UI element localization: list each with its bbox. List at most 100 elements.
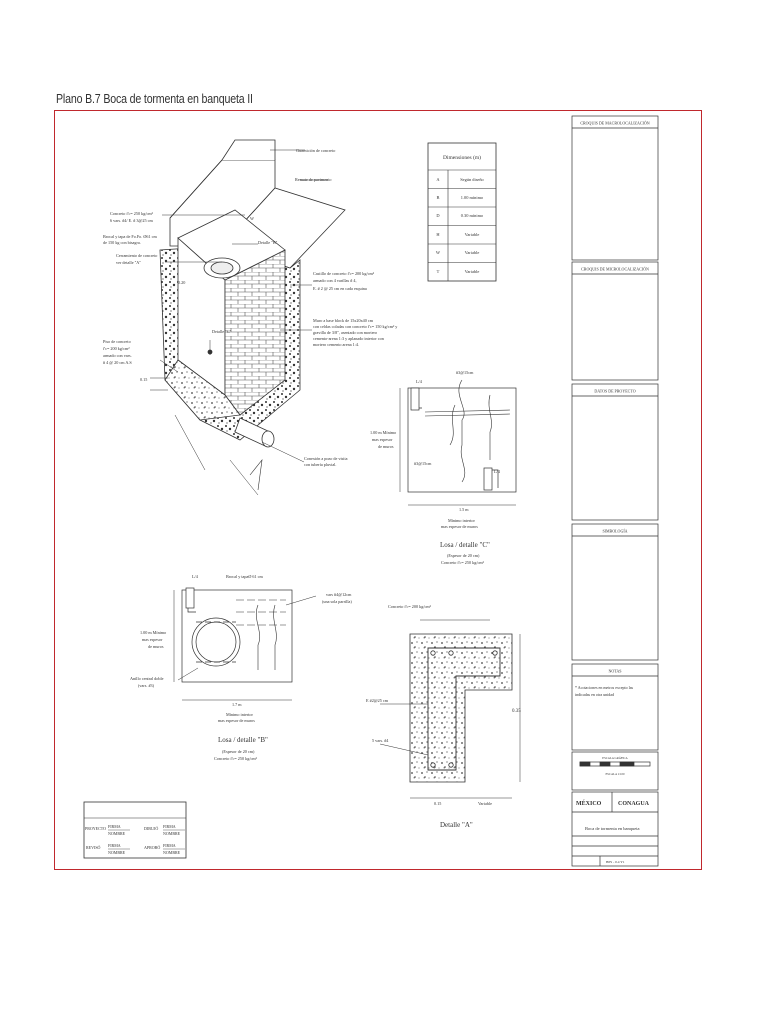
label-w: W <box>250 216 254 221</box>
sig-dibujo: DIBUJÓ <box>144 826 158 831</box>
detail-c-sub-1: (Espesor de 20 cm) <box>447 553 480 558</box>
detail-c-sub-2: Concreto f'c= 250 kg/cm² <box>441 560 485 565</box>
sig-proyecto: PROYECTO <box>85 826 106 831</box>
isometric-labels: Guarnición de concreto Remate de pavimen… <box>103 148 398 467</box>
label-cerramiento-1: Cerramiento de concreto <box>116 253 157 258</box>
detail-c-slab <box>399 379 517 506</box>
dim-value-w: Variable <box>465 250 480 255</box>
label-dim-020: 0.20 <box>178 280 185 285</box>
label-piso-2: f'c= 200 kg/cm² <box>103 346 130 351</box>
label-muro-3: gravilla de 3/8", asentado con mortero <box>313 330 377 336</box>
label-remate: Remate de pavimento <box>295 177 332 182</box>
dim-key-t: T <box>437 269 440 274</box>
dimensions-table: Dimensiones (m) A Según diseño B 1.00 mí… <box>427 142 497 282</box>
label-conexion-1: Conexión a pozo de visita <box>304 456 348 461</box>
label-piso-4: # 4 @ 20 cm A.S <box>103 360 132 365</box>
sig-nombre-4: NOMBRE <box>163 850 181 855</box>
dim-value-t: Variable <box>465 269 480 274</box>
label-brocal-1: Brocal y tapa de Fo.Fo. Ø61 cm <box>103 234 157 239</box>
detail-a-dim-right: 0.35 <box>512 709 521 714</box>
label-castillo-1: Castillo de concreto f'c= 200 kg/cm² <box>313 271 375 276</box>
detail-a-dim-bottom-1: 0.15 <box>434 801 441 806</box>
panel-plano-title: Boca de tormenta en banqueta <box>585 826 639 831</box>
panel-plano-num: BPS - 0.4 Y1 <box>606 860 625 864</box>
dim-key-b: B <box>437 195 440 200</box>
detail-c-note-2: mas espesor de muros <box>441 524 478 529</box>
sig-firma-2: FIRMA <box>163 824 176 829</box>
panel-simbologia-title: SIMBOLOGÍA <box>602 529 627 534</box>
sig-nombre-3: NOMBRE <box>108 850 126 855</box>
detail-c-title: Losa / detalle "C" <box>440 541 490 549</box>
logo-mexico: MÉXICO <box>576 799 602 807</box>
detail-b-left-3: de muros <box>148 644 164 649</box>
label-conexion-2: con tubería pluvial. <box>304 462 336 467</box>
label-detalle-c: Detalle "C" <box>212 329 232 334</box>
isometric-inlet-view <box>150 139 346 496</box>
label-castillo-3: E. # 2 @ 25 cm en cada esquina <box>313 286 367 291</box>
detail-b-sub-2: Concreto f'c= 250 kg/cm² <box>214 756 258 761</box>
detail-a-labels: Concreto f'c= 200 kg/cm² E #2@25 cm 5 va… <box>366 604 521 829</box>
drawing-sheet-frame <box>54 110 702 870</box>
detail-c-rebar-left: #3@15cm <box>414 461 432 466</box>
detail-b-l4: L/4 <box>192 574 199 579</box>
panel-escala-grafica: ESCALA GRÁFICA <box>602 755 628 760</box>
sig-firma-4: FIRMA <box>163 843 176 848</box>
label-muro-5: mortero cemento arena 1:4. <box>313 342 359 347</box>
detail-a-concreto: Concreto f'c= 200 kg/cm² <box>388 604 432 609</box>
label-concreto-tapa-1: Concreto f'c= 250 kg/cm² <box>110 211 154 216</box>
detail-b-note-1: Mínimo interior <box>226 712 253 717</box>
detail-c-rebar-top: #3@15cm <box>456 370 474 375</box>
detail-a-estribos: E #2@25 cm <box>366 698 389 703</box>
panel-micro-title: CROQUIS DE MICROLOCALIZACIÓN <box>581 267 649 272</box>
detail-c-left-dim-3: de muros <box>378 444 394 449</box>
sig-firma-3: FIRMA <box>108 843 121 848</box>
label-concreto-tapa-2: 6 vars. #4/ E. # 3@25 cm <box>110 218 153 223</box>
detail-c-bottom-dim: 1.5 m <box>459 507 469 512</box>
sig-nombre-2: NOMBRE <box>163 831 181 836</box>
detail-b-slab <box>173 587 317 701</box>
detail-a-vars: 5 vars. #4 <box>372 738 389 743</box>
detail-c-l4-top: L/4 <box>416 379 423 384</box>
detail-b-note-2: mas espesor de muros <box>218 718 255 723</box>
sig-nombre-1: NOMBRE <box>108 831 126 836</box>
detail-c-note-1: Mínimo interior <box>448 518 475 523</box>
detail-b-labels: L/4 Brocal y tapaØ 61 cm vars #4@12cm (u… <box>130 574 352 761</box>
detail-c-l4-right: L/4 <box>494 469 501 474</box>
panel-notas-text-1: * Acotaciones en metros excepto las <box>575 685 634 690</box>
detail-b-vars-2: (una sola parrilla) <box>322 599 352 604</box>
detail-b-bottom-dim: 1.7 m <box>232 702 242 707</box>
logo-conagua: CONAGUA <box>618 801 650 807</box>
dimensions-header: Dimensiones (m) <box>443 154 481 161</box>
panel-notas-title: NOTAS <box>608 669 621 674</box>
panel-macro-title: CROQUIS DE MACROLOCALIZACIÓN <box>580 121 649 126</box>
dim-key-h: H <box>436 232 440 237</box>
label-muro-4: cemento-arena 1:3 y aplanado interior co… <box>313 336 385 341</box>
detail-b-left-1: 1.00 m Mínimo <box>140 630 166 635</box>
side-panel-labels: CROQUIS DE MACROLOCALIZACIÓN CROQUIS DE … <box>575 121 650 865</box>
label-guarnicion: Guarnición de concreto <box>296 148 335 153</box>
label-castillo-2: armado con 4 varillas # 4, <box>313 278 357 284</box>
detail-c-labels: L/4 #3@15cm 1.00 m Mínimo mas espesor de… <box>370 370 501 565</box>
label-dim-015: 0.15 <box>140 377 147 382</box>
dim-key-w: W <box>436 250 441 255</box>
sig-aprobo: APROBÓ <box>144 845 160 850</box>
detail-c-left-dim-2: mas espesor <box>372 437 393 442</box>
detail-c-left-dim-1: 1.00 m Mínimo <box>370 430 396 435</box>
label-piso-1: Piso de concreto <box>103 339 131 344</box>
detail-a-section <box>379 619 521 799</box>
detail-a-dim-bottom-2: Variable <box>478 801 492 806</box>
sig-firma-1: FIRMA <box>108 824 121 829</box>
label-cerramiento-2: ver detalle "A" <box>116 260 141 265</box>
panel-datos-title: DATOS DE PROYECTO <box>594 389 635 394</box>
panel-notas-text-2: indicadas en otra unidad <box>575 692 614 697</box>
detail-b-left-2: mas espesor <box>142 637 163 642</box>
dim-key-a: A <box>436 177 440 182</box>
side-panel <box>571 115 659 867</box>
detail-b-anillo-2: (vars. #3) <box>138 683 155 688</box>
page-title: Plano B.7 Boca de tormenta en banqueta I… <box>56 92 253 106</box>
label-detalle-b: Detalle "B" <box>258 240 278 245</box>
label-piso-3: armado con vars. <box>103 353 132 358</box>
dim-key-d: D <box>436 213 439 218</box>
detail-b-vars-1: vars #4@12cm <box>326 592 352 597</box>
